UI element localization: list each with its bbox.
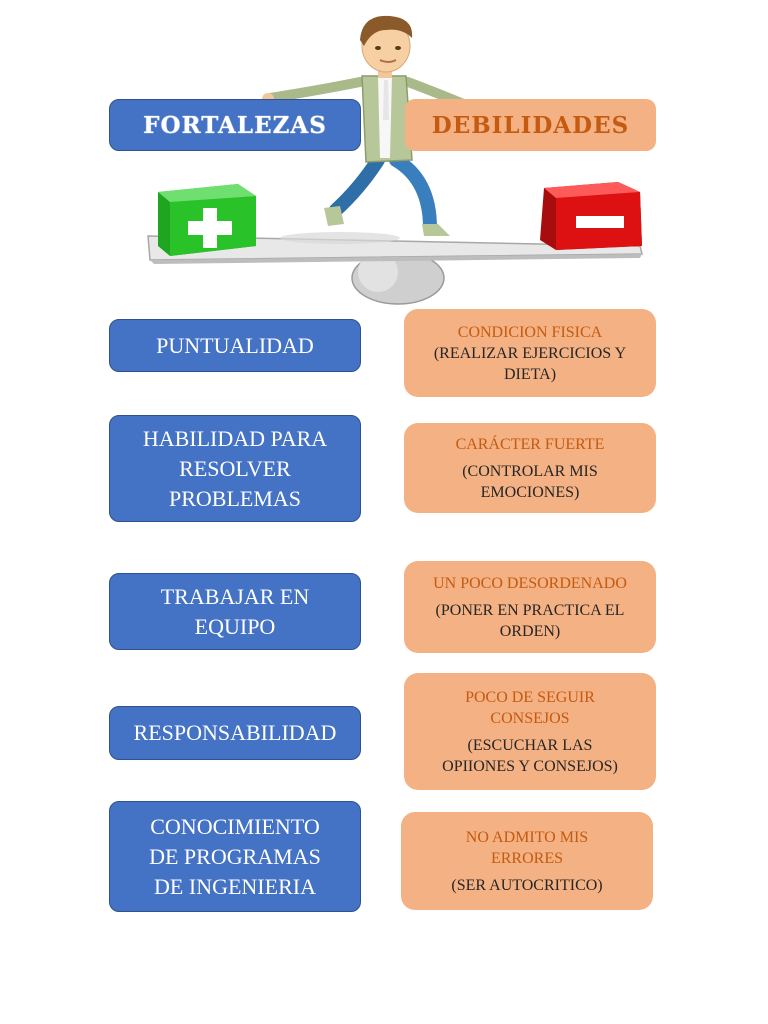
weakness-title-line: POCO DE SEGUIR — [465, 688, 595, 706]
strengths-header-label: FORTALEZAS — [143, 111, 327, 139]
strength-text-line: PUNTUALIDAD — [156, 332, 314, 358]
weakness-title-line: ERRORES — [490, 849, 563, 867]
seesaw-illustration — [147, 15, 643, 305]
weakness-detail-line: OPIIONES Y CONSEJOS) — [442, 757, 618, 775]
strength-text-line: RESOLVER — [179, 455, 291, 481]
strength-text-line: PROBLEMAS — [168, 485, 302, 511]
weakness-title-line: UN POCO DESORDENADO — [433, 574, 627, 592]
weakness-item: CARÁCTER FUERTE (CONTROLAR MIS EMOCIONES… — [404, 423, 656, 513]
strength-text-line: DE PROGRAMAS — [149, 843, 321, 869]
weakness-title-line: CARÁCTER FUERTE — [455, 435, 605, 453]
strength-item: CONOCIMIENTO DE PROGRAMAS DE INGENIERIA — [109, 801, 361, 912]
strength-item: TRABAJAR EN EQUIPO — [109, 573, 361, 650]
weakness-title-line: CONDICION FISICA — [457, 323, 603, 341]
strength-text-line: TRABAJAR EN — [160, 583, 310, 609]
strength-item: PUNTUALIDAD — [109, 319, 361, 372]
weakness-item: NO ADMITO MIS ERRORES (SER AUTOCRITICO) — [401, 812, 653, 910]
plus-icon — [158, 184, 256, 256]
minus-icon — [540, 182, 642, 250]
weaknesses-header-label: DEBILIDADES — [431, 111, 630, 139]
strength-item: RESPONSABILIDAD — [109, 706, 361, 760]
weakness-detail-line: (PONER EN PRACTICA EL — [435, 601, 625, 619]
strength-text-line: CONOCIMIENTO — [150, 813, 320, 839]
weakness-detail-line: EMOCIONES) — [480, 483, 580, 501]
weakness-detail-line: DIETA) — [503, 365, 557, 383]
man-balancing-icon — [262, 15, 486, 236]
weakness-detail-line: (REALIZAR EJERCICIOS Y — [433, 344, 627, 362]
seesaw-icon — [147, 232, 643, 305]
strength-text-line: DE INGENIERIA — [154, 873, 316, 899]
weakness-detail-line: ORDEN) — [499, 622, 561, 640]
weakness-title-line: CONSEJOS — [490, 709, 570, 727]
weakness-item: CONDICION FISICA (REALIZAR EJERCICIOS Y … — [404, 309, 656, 397]
strength-text-line: RESPONSABILIDAD — [133, 720, 337, 745]
weakness-item: POCO DE SEGUIR CONSEJOS (ESCUCHAR LAS OP… — [404, 673, 656, 790]
weakness-title-line: NO ADMITO MIS — [465, 828, 589, 846]
weakness-detail-line: (CONTROLAR MIS — [462, 462, 598, 480]
weakness-detail-line: (ESCUCHAR LAS — [467, 736, 593, 754]
strength-text-line: EQUIPO — [194, 613, 276, 639]
strengths-header: FORTALEZAS — [109, 99, 361, 151]
weaknesses-header: DEBILIDADES — [405, 99, 656, 151]
strength-text-line: HABILIDAD PARA — [142, 425, 328, 451]
weakness-detail-line: (SER AUTOCRITICO) — [451, 876, 603, 894]
weakness-item: UN POCO DESORDENADO (PONER EN PRACTICA E… — [404, 561, 656, 653]
strength-item: HABILIDAD PARA RESOLVER PROBLEMAS — [109, 415, 361, 522]
